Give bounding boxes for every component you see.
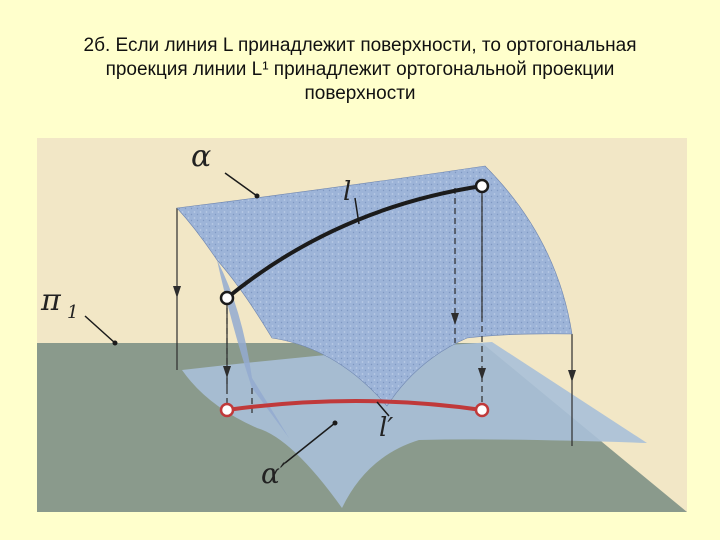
line-l-end-point (474, 178, 490, 194)
line-l (225, 184, 483, 300)
label-alpha: α (191, 139, 211, 174)
label-leaders (84, 172, 390, 464)
label-alpha-prime: α′ (261, 457, 287, 490)
surface-fold (217, 260, 289, 438)
line-l-projection (226, 399, 483, 412)
projection-end-point (474, 402, 490, 418)
projected-surface (182, 342, 647, 508)
line-l-start-point (219, 290, 235, 306)
projection-start-point (219, 402, 235, 418)
projection-arrows (173, 286, 576, 382)
label-pi-sub: 1 (67, 302, 78, 323)
title-line-2: проекция линии L¹ принадлежит ортогональ… (105, 59, 615, 80)
slide-title: 2б. Если линия L принадлежит поверхности… (40, 34, 680, 106)
label-l-prime: l′ (379, 413, 393, 443)
label-l: l (343, 177, 351, 207)
title-line-1: 2б. Если линия L принадлежит поверхности… (83, 35, 637, 56)
projection-diagram: α l π 1 l′ α′ (37, 138, 687, 512)
projection-figure: α l π 1 l′ α′ (37, 138, 687, 512)
label-pi: π (40, 283, 62, 318)
title-line-3: поверхности (304, 83, 416, 104)
leader-dots (112, 193, 338, 426)
